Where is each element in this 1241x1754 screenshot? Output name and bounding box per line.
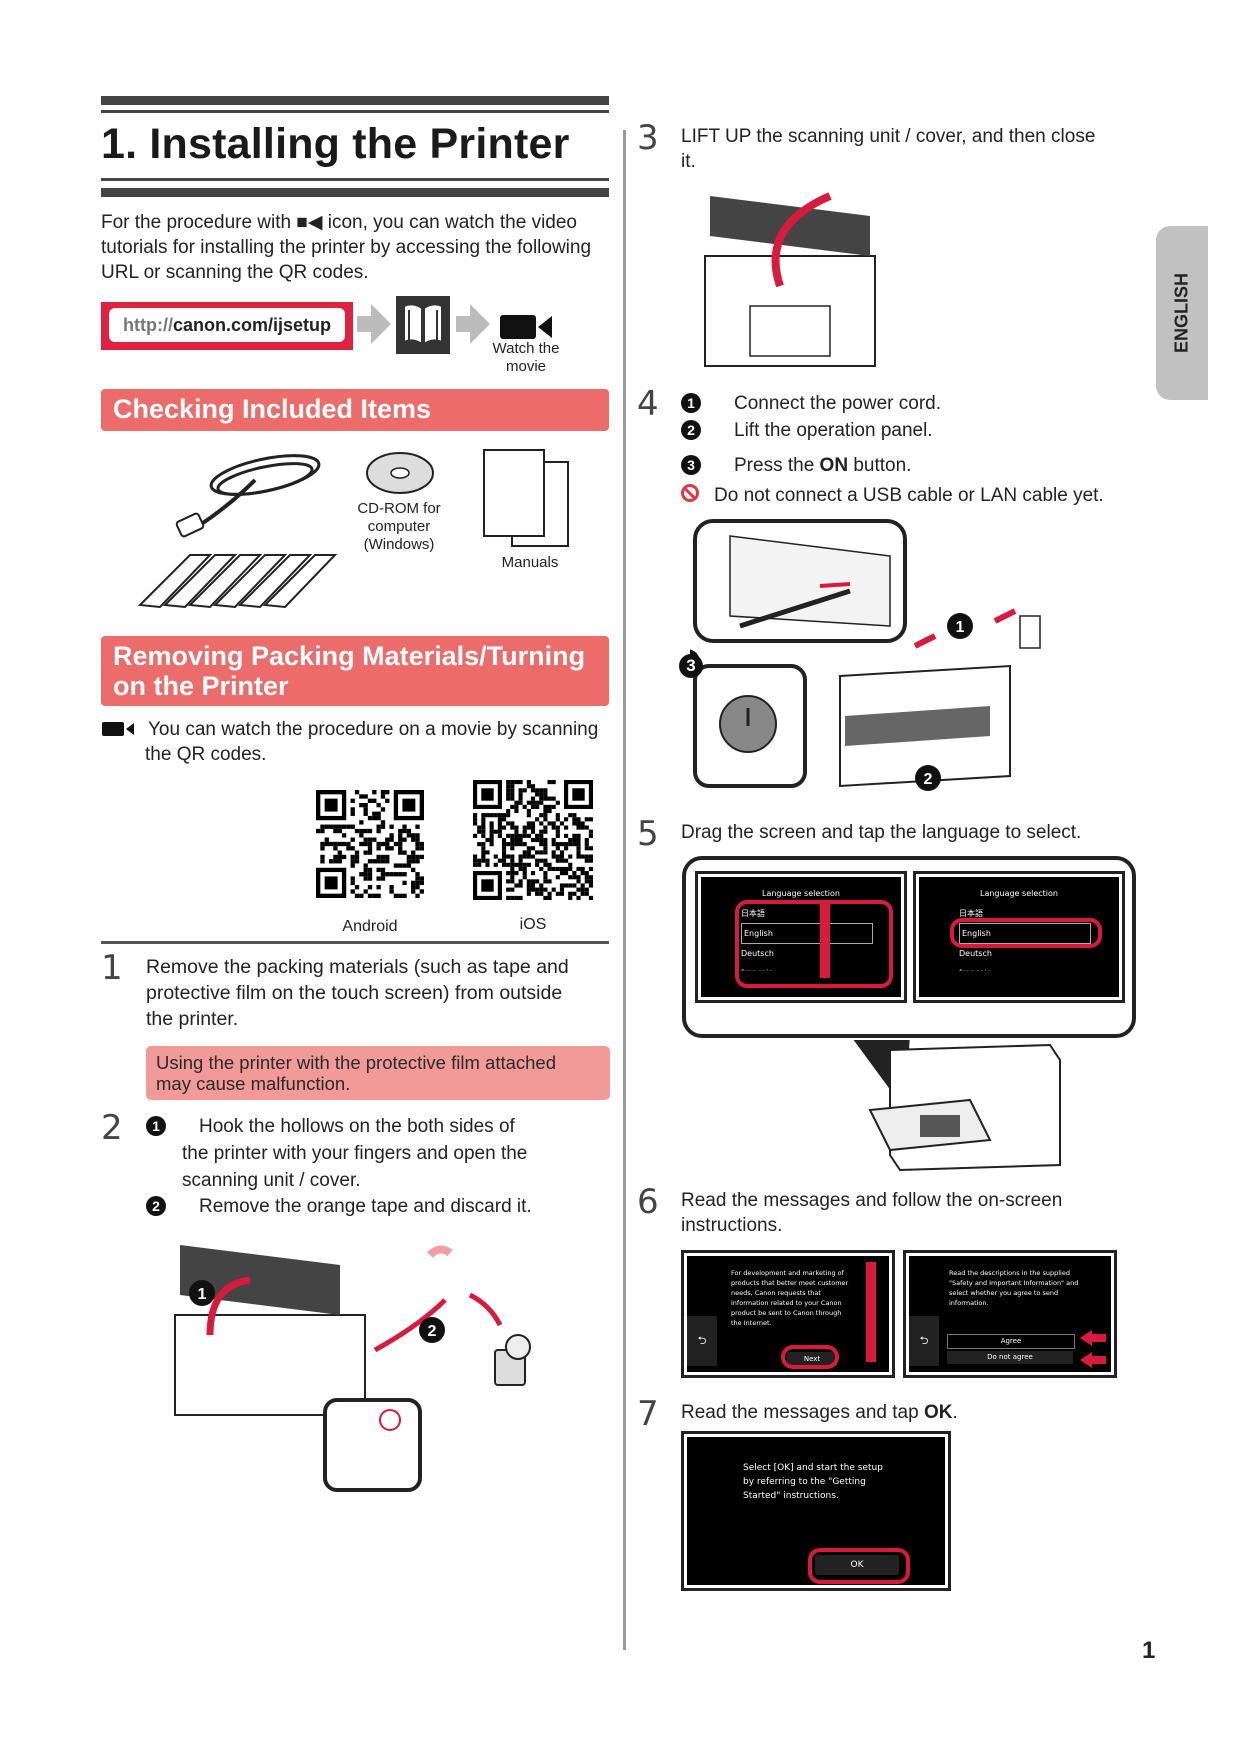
marker-1-icon: 1 — [146, 1116, 166, 1136]
language-option[interactable]: 日本語 — [741, 909, 765, 918]
power-on-illustration: 1 2 — [674, 516, 1050, 801]
language-option[interactable]: English — [741, 923, 873, 944]
column-divider — [623, 130, 626, 1650]
back-button[interactable]: ⮌ — [909, 1316, 939, 1366]
step-number-7: 7 — [637, 1394, 659, 1434]
marker-2-icon: 2 — [146, 1196, 166, 1216]
ink-tanks-illustration — [130, 545, 340, 620]
manuals-label: Manuals — [501, 554, 559, 571]
language-tab-english[interactable]: ENGLISH — [1156, 226, 1208, 400]
section-divider — [101, 941, 609, 944]
step-number-2: 2 — [101, 1108, 123, 1148]
language-option[interactable]: Deutsch — [741, 949, 774, 958]
cd-rom-label: CD-ROM for computer (Windows) — [357, 500, 441, 553]
next-button[interactable]: Next — [787, 1352, 837, 1366]
step-2-1-line3: scanning unit / cover. — [182, 1170, 361, 1191]
marker-3-icon: 3 — [679, 654, 703, 678]
intro-text: For the procedure with ■◀ icon, you can … — [101, 212, 592, 283]
language-option[interactable]: Deutsch — [959, 949, 992, 958]
do-not-agree-button[interactable]: Do not agree — [947, 1351, 1073, 1364]
back-button[interactable]: ⮌ — [687, 1316, 717, 1366]
step-number-6: 6 — [637, 1182, 659, 1222]
url-main[interactable]: canon.com/ijsetup — [172, 315, 332, 335]
language-option-selected[interactable]: English — [959, 923, 1091, 944]
step-2-1-line2: the printer with your fingers and open t… — [182, 1143, 528, 1164]
checking-items-heading: Checking Included Items — [101, 389, 609, 431]
drag-highlight — [735, 900, 893, 988]
printer-panel-illustration — [850, 1035, 1070, 1180]
arrow-right-icon — [357, 316, 371, 332]
step-number-4: 4 — [637, 384, 659, 424]
svg-text:2: 2 — [924, 771, 933, 788]
title-rule-top-thick — [101, 96, 609, 105]
ok-button[interactable]: OK — [815, 1555, 899, 1575]
removing-packing-heading: Removing Packing Materials/Turning on th… — [101, 636, 609, 706]
qr-code-ios[interactable] — [473, 780, 593, 900]
agree-button[interactable]: Agree — [947, 1334, 1075, 1349]
cd-rom-icon — [365, 450, 435, 501]
setup-ok-screen: Select [OK] and start the setup by refer… — [681, 1431, 951, 1591]
open-scanner-remove-tape-illustration: 1 2 — [140, 1225, 560, 1500]
language-screen-drag: Language selection 日本語 English Deutsch f… — [695, 871, 907, 1003]
scroll-arrow-icon — [820, 902, 830, 978]
video-note-line2: the QR codes. — [145, 744, 267, 765]
qr-code-android[interactable] — [316, 790, 424, 898]
language-screens-frame — [682, 856, 1136, 1038]
step-number-3: 3 — [637, 118, 659, 158]
step-4-1-text: Connect the power cord. — [734, 393, 942, 414]
title-rule-bottom-thin — [101, 178, 609, 181]
ok-label: OK — [923, 1402, 953, 1423]
protective-film-warning: Using the printer with the protective fi… — [146, 1046, 610, 1100]
on-button-label: ON — [819, 455, 849, 476]
step-2-1-line1: Hook the hollows on the both sides of — [199, 1116, 515, 1137]
step-4-2-text: Lift the operation panel. — [734, 420, 933, 441]
qr-label-android: Android — [342, 918, 398, 935]
marker-2-icon: 2 — [681, 420, 701, 440]
step-number-1: 1 — [101, 948, 123, 988]
url-prefix: http:// — [123, 315, 173, 335]
no-usb-lan-note: Do not connect a USB cable or LAN cable … — [714, 485, 1104, 506]
lift-scanner-illustration — [680, 186, 900, 381]
page-title: 1. Installing the Printer — [101, 120, 570, 168]
manuals-icon — [482, 448, 572, 553]
marker-3-icon: 3 — [681, 455, 701, 475]
arrow-right-icon — [371, 304, 391, 344]
step-7-text: Read the messages and tap OK. — [681, 1402, 958, 1423]
step-4-3-text: Press the ON button. — [734, 455, 912, 476]
language-option[interactable]: français — [959, 963, 1119, 971]
video-camera-icon[interactable] — [102, 720, 134, 743]
arrow-right-icon — [456, 316, 470, 332]
marker-1-icon: 1 — [681, 393, 701, 413]
step-5-text: Drag the screen and tap the language to … — [681, 822, 1082, 843]
step-6-text: Read the messages and follow the on-scre… — [681, 1190, 1063, 1236]
step-3-text: LIFT UP the scanning unit / cover, and t… — [681, 126, 1096, 172]
manual-book-icon — [396, 296, 450, 354]
prohibited-icon — [681, 484, 699, 502]
svg-text:2: 2 — [428, 1323, 437, 1340]
watch-movie-label: Watch the movie — [492, 340, 560, 375]
pointer-arrows-icon — [1080, 1330, 1106, 1375]
scroll-arrow-icon — [866, 1262, 876, 1362]
svg-text:1: 1 — [956, 619, 965, 636]
ok-highlight — [808, 1548, 910, 1584]
page-number: 1 — [1142, 1637, 1156, 1664]
step-2-2-text: Remove the orange tape and discard it. — [199, 1196, 532, 1217]
step-1-text: Remove the packing materials (such as ta… — [146, 956, 569, 1030]
next-highlight — [781, 1345, 839, 1369]
step-number-5: 5 — [637, 814, 659, 854]
title-rule-bottom-thick — [101, 188, 609, 197]
language-option[interactable]: français — [741, 963, 901, 971]
qr-label-ios: iOS — [519, 916, 547, 933]
video-note: You can watch the procedure on a movie b… — [148, 719, 599, 740]
title-rule-top-thin — [101, 110, 609, 113]
language-option[interactable]: 日本語 — [959, 909, 983, 918]
agree-screen: Read the descriptions in the supplied "S… — [903, 1250, 1117, 1378]
video-camera-icon[interactable] — [500, 312, 552, 347]
setup-url-box[interactable]: http://canon.com/ijsetup — [101, 302, 353, 350]
arrow-right-icon — [470, 304, 490, 344]
svg-text:1: 1 — [198, 1286, 207, 1303]
power-cord-illustration — [170, 445, 330, 545]
tap-highlight — [950, 918, 1102, 948]
